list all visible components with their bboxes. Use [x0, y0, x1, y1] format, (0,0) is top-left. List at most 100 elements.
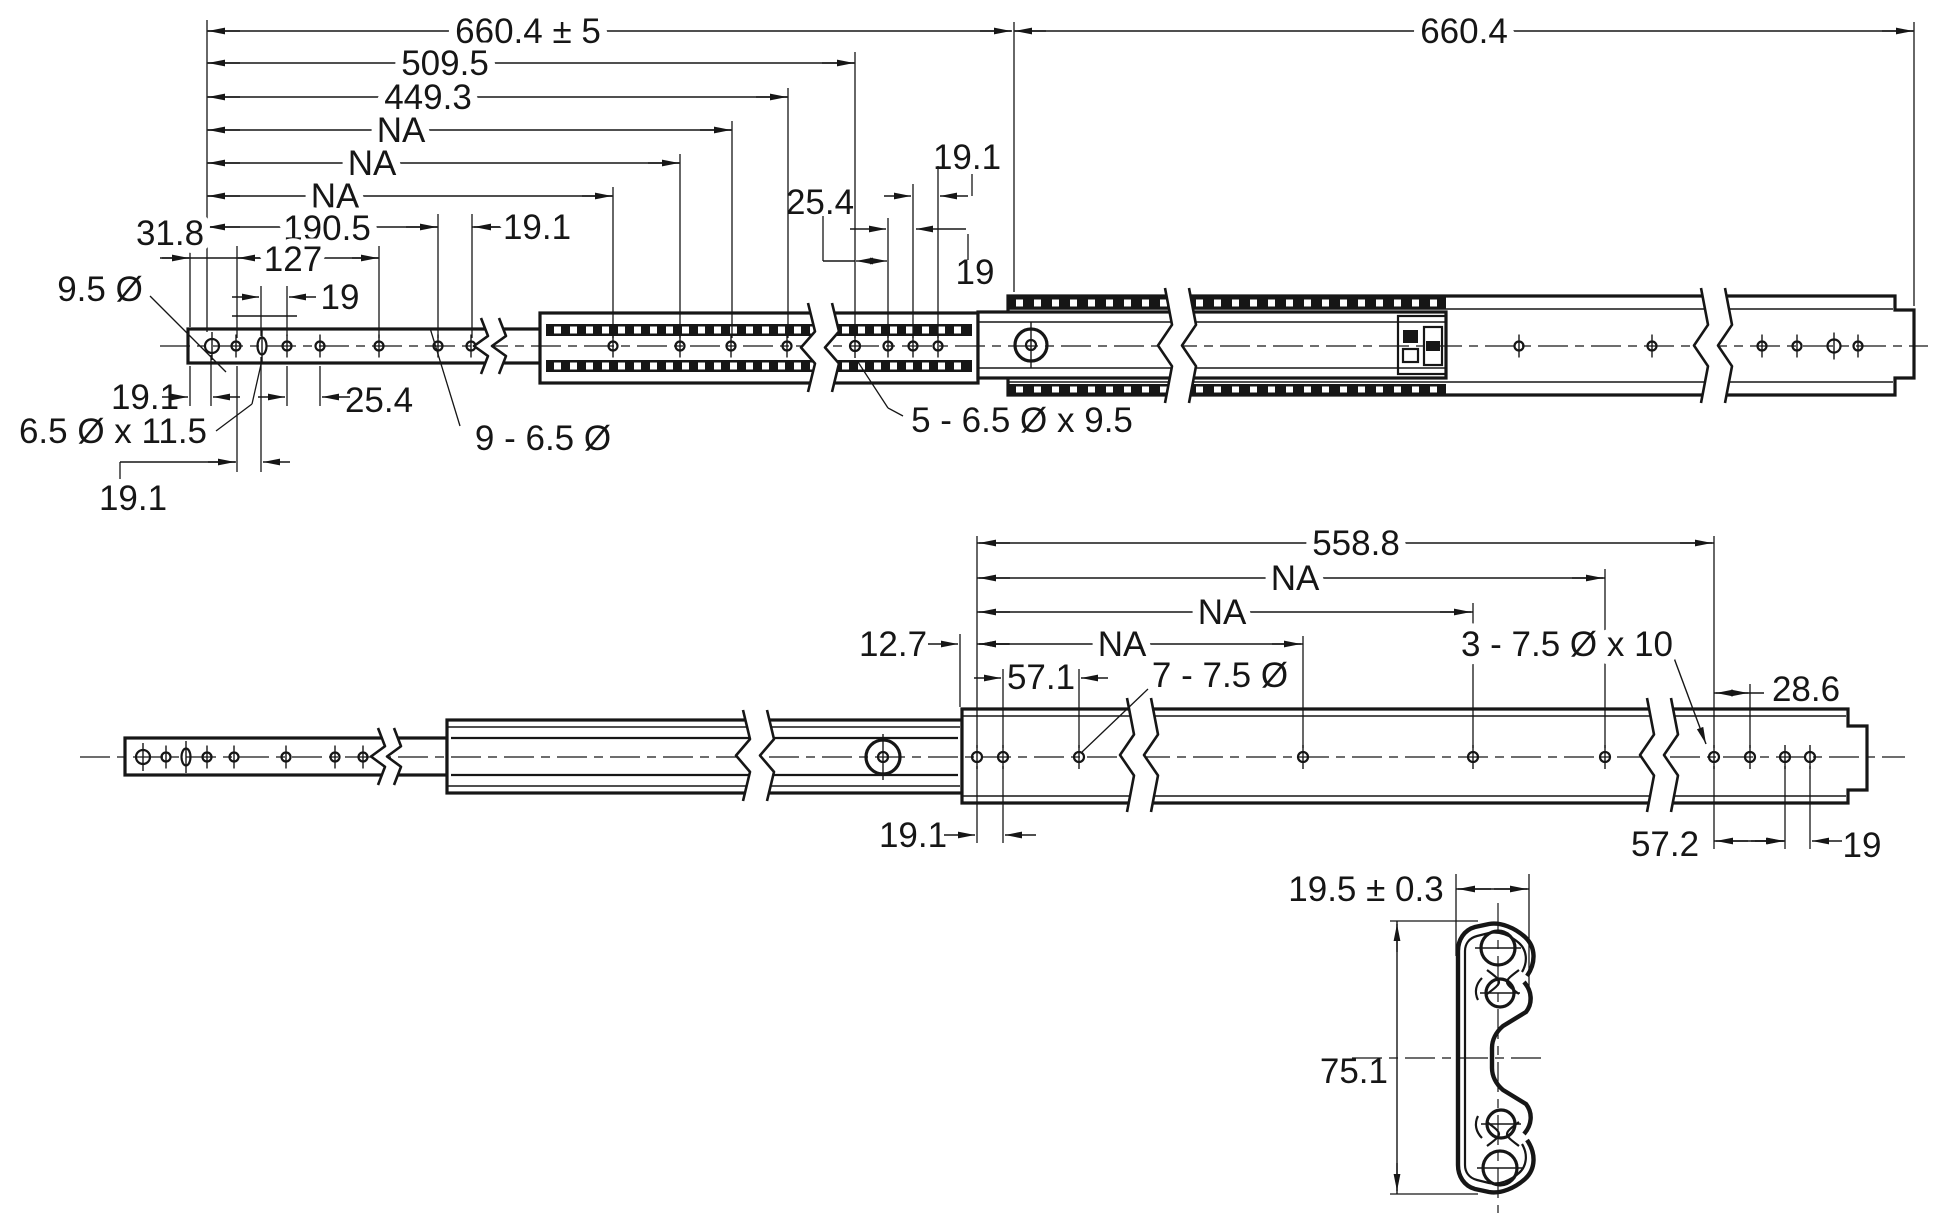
labels: 660.4 ± 5 660.4 509.5 449.3 NA NA NA 190…: [19, 4, 1882, 1091]
retainer-tick: [650, 362, 657, 370]
retainer-tick: [954, 326, 961, 334]
retainer-tick: [922, 362, 929, 370]
dim-label-127: 127: [264, 240, 322, 279]
generated-geometry: [119, 20, 1915, 1195]
retainer-tick: [938, 326, 945, 334]
dim-label-509: 509.5: [401, 44, 489, 83]
retainer-tick: [618, 326, 625, 334]
retainer-tick: [1322, 299, 1329, 307]
retainer-tick: [1286, 386, 1293, 393]
retainer-tick: [1160, 299, 1167, 307]
retainer-tick: [762, 326, 769, 334]
retainer-tick: [1268, 386, 1275, 393]
retainer-tick: [634, 362, 641, 370]
retainer-tick: [890, 362, 897, 370]
retainer-tick: [1070, 386, 1077, 393]
dim-label-19: 19: [1843, 826, 1882, 865]
latch-block: [1426, 341, 1440, 351]
section-drawer-profile: [1489, 980, 1533, 1136]
callout-holes-5: 5 - 6.5 Ø x 9.5: [911, 401, 1133, 440]
dim-label-19-right: 19: [956, 253, 995, 292]
break-symbol: [472, 317, 490, 375]
inner-bar: [976, 310, 1448, 380]
retainer-tick: [1106, 299, 1113, 307]
retainer-tick: [650, 326, 657, 334]
retainer-tick: [1376, 299, 1383, 307]
retainer-tick: [1232, 299, 1239, 307]
retainer-tick: [922, 326, 929, 334]
retainer-tick: [1412, 299, 1419, 307]
dim-label-25-right: 25.4: [786, 183, 854, 222]
leader-line: [251, 359, 263, 405]
retainer-tick: [1052, 386, 1059, 393]
retainer-tick: [634, 326, 641, 334]
retainer-tick: [778, 362, 785, 370]
retainer-tick: [682, 326, 689, 334]
dim-label-190: 190.5: [283, 209, 371, 248]
retainer-tick: [874, 326, 881, 334]
retainer-tick: [1394, 299, 1401, 307]
retainer-tick: [714, 362, 721, 370]
retainer-tick: [1034, 299, 1041, 307]
retainer-tick: [1070, 299, 1077, 307]
retainer-tick: [1196, 299, 1203, 307]
retainer-tick: [1142, 299, 1149, 307]
dim-label-na2: NA: [1198, 593, 1247, 632]
retainer-tick: [698, 362, 705, 370]
break-symbol: [490, 317, 508, 375]
retainer-tick: [778, 326, 785, 334]
dim-label-57-2: 57.2: [1631, 825, 1699, 864]
retainer-tick: [842, 326, 849, 334]
retainer-tick: [1250, 386, 1257, 393]
break-mask: [736, 710, 774, 801]
dim-label-section-width: 19.5 ± 0.3: [1288, 870, 1443, 909]
retainer-tick: [602, 362, 609, 370]
retainer-tick: [746, 326, 753, 334]
break-symbol: [799, 302, 817, 393]
latch-block: [1422, 325, 1444, 367]
retainer-tick: [554, 326, 561, 334]
retainer-tick: [1304, 299, 1311, 307]
dim-label-19-1: 19.1: [879, 816, 947, 855]
retainer-tick: [1106, 386, 1113, 393]
extended-view: [80, 707, 1905, 805]
section-hook: [1474, 1115, 1483, 1139]
retainer-tick: [1016, 299, 1023, 307]
dim-label-overall-open: 660.4: [1420, 12, 1508, 51]
break-mask: [1640, 698, 1678, 812]
retainer-tick: [570, 362, 577, 370]
retainer-band: [1008, 297, 1446, 309]
retainer-tick: [1430, 386, 1437, 393]
break-symbol: [1156, 287, 1174, 404]
break-mask: [1120, 698, 1158, 812]
retainer-tick: [602, 326, 609, 334]
latch: [1396, 314, 1448, 376]
retainer-tick: [1196, 386, 1203, 393]
break-symbol: [1662, 697, 1680, 813]
retainer-tick: [666, 326, 673, 334]
retainer-tick: [1124, 386, 1131, 393]
retainer-tick: [1088, 299, 1095, 307]
break-symbol: [1638, 697, 1656, 813]
retainer-tick: [938, 362, 945, 370]
dim-label-na2: NA: [348, 144, 397, 183]
callout-holes-3: 3 - 7.5 Ø x 10: [1461, 625, 1673, 664]
retainer-tick: [1232, 386, 1239, 393]
latch-block: [1401, 347, 1420, 364]
leader-line: [1081, 688, 1149, 753]
callout-holes-9: 9 - 6.5 Ø: [475, 419, 611, 458]
dim-label-na3: NA: [311, 177, 360, 216]
break-symbol: [823, 302, 841, 393]
retainer-tick: [1142, 386, 1149, 393]
retainer-tick: [714, 326, 721, 334]
retainer-tick: [906, 326, 913, 334]
retainer-tick: [1214, 386, 1221, 393]
retainer-tick: [858, 326, 865, 334]
dim-label-25-left: 25.4: [345, 381, 413, 420]
retainer-tick: [794, 362, 801, 370]
retainer-tick: [906, 362, 913, 370]
retainer-tick: [1286, 299, 1293, 307]
break-symbol: [1118, 697, 1136, 813]
break-mask: [1158, 288, 1196, 403]
